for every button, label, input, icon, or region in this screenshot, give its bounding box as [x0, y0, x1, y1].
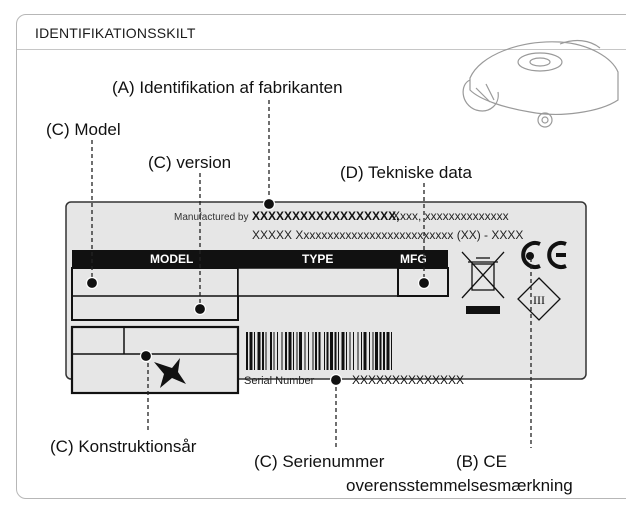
leader-dots	[85, 197, 431, 387]
type-field	[237, 267, 399, 297]
svg-text:III: III	[533, 293, 545, 307]
leader-lines	[91, 100, 532, 448]
callout-ce-marking: (B) CE	[456, 452, 507, 471]
manufacturer-city: Xxxx, xxxxxxxxxxxxxx	[392, 209, 509, 223]
model-field	[71, 267, 239, 321]
label-frame	[16, 14, 626, 499]
column-type: TYPE	[302, 252, 333, 266]
manufacturer-address: XXXXX Xxxxxxxxxxxxxxxxxxxxxxxxxx (XX) - …	[252, 228, 523, 242]
serial-number-value: XXXXXXXXXXXXXX	[352, 373, 464, 387]
ce-mark-icon	[521, 241, 567, 269]
callout-version: (C) version	[148, 153, 232, 172]
construction-year-field	[70, 325, 240, 395]
callout-technical-data: (D) Tekniske data	[340, 163, 472, 182]
construction-year-cross-icon	[154, 358, 186, 388]
sea-scooter-illustration	[462, 39, 619, 128]
class-iii-diamond-icon: III	[517, 277, 561, 321]
callout-model: (C) Model	[46, 120, 121, 139]
callout-ce-marking-line2: overensstemmelsesmærkning	[346, 476, 573, 495]
header-bar: IDENTIFIKATIONSSKILT	[17, 15, 626, 50]
column-model: MODEL	[150, 252, 193, 266]
weee-crossed-bin-icon	[461, 251, 505, 314]
callout-serial-number: (C) Serienummer	[254, 452, 385, 471]
column-mfg: MFG	[400, 252, 427, 266]
callout-construction-year: (C) Konstruktionsår	[50, 437, 197, 456]
manufactured-by-label: Manufactured by	[174, 212, 249, 223]
serial-number-label: Serial Number	[244, 375, 315, 387]
page-title: IDENTIFIKATIONSSKILT	[35, 25, 196, 41]
barcode	[246, 332, 392, 370]
manufacturer-name: XXXXXXXXXXXXXXXXXX,	[252, 209, 399, 223]
callout-manufacturer: (A) Identifikation af fabrikanten	[112, 78, 343, 97]
